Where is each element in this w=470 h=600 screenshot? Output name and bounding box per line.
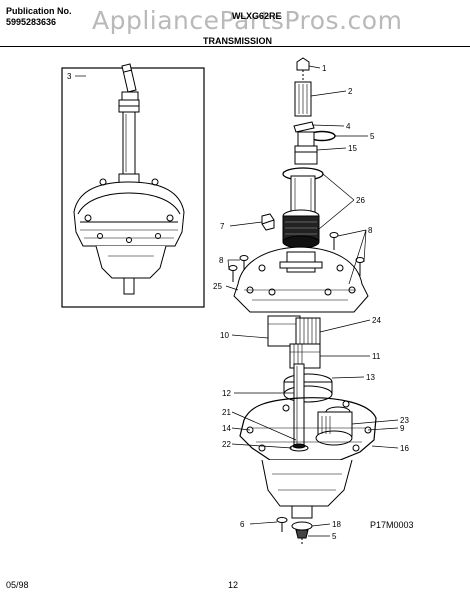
callout-5: 5 [370,132,375,141]
part-12-shaft [293,363,305,449]
callout-16: 16 [400,444,409,453]
callout-7: 7 [220,222,225,231]
watermark: AppliancePartsPros.com [92,6,403,35]
part-10-gear [267,315,301,347]
callout-25: 25 [213,282,222,291]
callout-10: 10 [220,331,229,340]
callout-11: 11 [372,352,381,361]
callout-5-bottom: 5 [332,532,337,541]
callout-26: 26 [356,196,365,205]
callout-6: 6 [240,520,245,529]
part-1-fastener [296,57,310,71]
callout-13: 13 [366,373,375,382]
publication-number: 5995283636 [6,17,57,27]
section-title: TRANSMISSION [203,36,273,46]
callout-labels: 3 1 2 4 5 15 26 7 8 8 25 24 10 11 13 12 … [67,64,409,541]
callout-23: 23 [400,416,409,425]
callout-18: 18 [332,520,341,529]
callout-15: 15 [348,144,357,153]
leader-lines [75,65,399,537]
title-rule [0,46,470,47]
callout-1: 1 [322,64,327,73]
part-4-clip [293,121,315,133]
part-18-seal [291,521,313,531]
callout-2: 2 [348,87,353,96]
callout-4: 4 [346,122,351,131]
diagram-code: P17M0003 [370,520,414,530]
callout-8-right: 8 [368,226,373,235]
callout-12: 12 [222,389,231,398]
callout-14: 14 [222,424,231,433]
part-25-upper-housing [233,246,369,313]
callout-24: 24 [372,316,381,325]
footer-date: 05/98 [6,580,29,590]
callout-8-left: 8 [219,256,224,265]
callout-3: 3 [67,72,72,81]
callout-22: 22 [222,440,231,449]
main-exploded-view [228,57,377,544]
model-number: WLXG62RE [232,11,282,21]
publication-label: Publication No. [6,6,72,16]
inset-assembly-box [61,63,205,308]
footer-page-number: 12 [228,580,239,590]
part-5-plug [295,529,309,539]
part-16-lower-housing [239,397,377,461]
callout-21: 21 [222,408,231,417]
part-6-screw [276,517,288,532]
callout-9: 9 [400,424,405,433]
part-15-shaft-collar [294,145,318,165]
